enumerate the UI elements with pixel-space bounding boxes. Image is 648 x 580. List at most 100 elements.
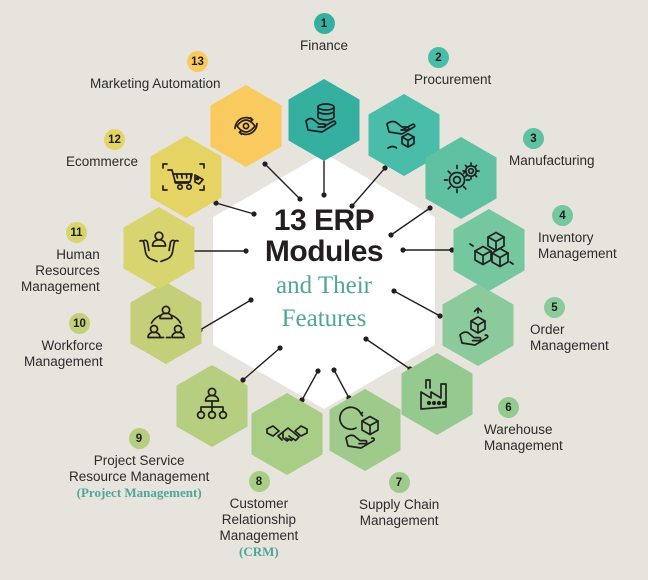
connector-line-13 xyxy=(264,163,301,200)
connector-dot-outer-5 xyxy=(437,313,443,319)
module-badge-13: 13 xyxy=(187,51,208,72)
module-badge-7: 7 xyxy=(388,472,410,493)
connector-dot-inner-1 xyxy=(321,192,327,198)
module-hexagon-6[interactable] xyxy=(401,353,473,435)
module-badge-6: 6 xyxy=(498,397,519,418)
module-badge-number: 4 xyxy=(559,209,566,222)
module-label-subtext: (CRM) xyxy=(239,544,279,559)
connector-line-7 xyxy=(333,369,350,399)
module-label-13: Marketing Automation xyxy=(90,76,221,92)
module-label-text: Project Service Resource Management xyxy=(69,453,210,484)
module-badge-8: 8 xyxy=(248,471,270,492)
module-badge-number: 7 xyxy=(395,476,403,489)
hexagon-shape xyxy=(425,137,497,219)
module-hexagon-2[interactable] xyxy=(368,94,440,176)
connector-line-3 xyxy=(390,207,431,236)
connector-dot-outer-13 xyxy=(262,161,268,167)
module-badge-2: 2 xyxy=(428,47,449,68)
module-hexagon-5[interactable] xyxy=(442,284,514,366)
module-label-5: Order Management xyxy=(530,322,609,354)
module-label-12: Ecommerce xyxy=(66,154,138,170)
module-badge-number: 3 xyxy=(530,132,537,145)
module-badge-number: 2 xyxy=(435,51,442,64)
module-hexagon-8[interactable] xyxy=(251,393,323,475)
module-badge-12: 12 xyxy=(104,129,125,150)
module-badge-number: 11 xyxy=(70,226,83,239)
module-badge-number: 5 xyxy=(551,301,558,314)
box-cycle-hand-icon xyxy=(339,406,379,449)
module-badge-10: 10 xyxy=(69,313,90,334)
module-hexagon-13[interactable] xyxy=(210,85,282,167)
module-label-text: Customer Relationship Management xyxy=(219,496,299,543)
connector-line-12 xyxy=(215,202,255,215)
connector-line-8 xyxy=(301,370,319,401)
module-label-text: Finance xyxy=(300,38,349,53)
handshake-icon xyxy=(266,425,308,442)
module-label-text: Manufacturing xyxy=(509,153,595,168)
hexagon-shape xyxy=(210,85,282,167)
module-badge-3: 3 xyxy=(523,128,544,149)
module-hexagon-7[interactable] xyxy=(329,389,401,471)
hexagon-shape xyxy=(251,393,323,475)
module-hexagon-3[interactable] xyxy=(425,137,497,219)
connector-dot-inner-5 xyxy=(391,288,397,294)
connector-dot-inner-4 xyxy=(400,247,406,253)
connector-dot-inner-11 xyxy=(243,248,249,254)
connector-dot-inner-3 xyxy=(388,232,394,238)
coins-in-hand-icon xyxy=(305,103,337,133)
connector-dot-inner-10 xyxy=(248,297,254,303)
module-label-10: Workforce Management xyxy=(24,338,103,370)
module-label-text: Supply Chain Management xyxy=(359,497,440,528)
connector-dot-outer-4 xyxy=(449,247,455,253)
module-badge-number: 9 xyxy=(135,432,143,445)
module-badge-number: 1 xyxy=(320,17,328,30)
connector-dot-outer-12 xyxy=(213,200,219,206)
module-hexagon-12[interactable] xyxy=(150,136,222,218)
module-hexagon-10[interactable] xyxy=(130,282,202,364)
gears-icon xyxy=(443,162,480,194)
module-badge-4: 4 xyxy=(552,205,573,226)
module-label-7: Supply Chain Management xyxy=(359,497,439,529)
module-label-3: Manufacturing xyxy=(509,153,595,169)
module-hexagon-1[interactable] xyxy=(288,79,360,161)
org-chart-icon xyxy=(196,387,228,420)
module-label-1: Finance xyxy=(300,38,348,54)
connector-dot-inner-13 xyxy=(297,196,303,202)
module-label-text: Warehouse Management xyxy=(484,422,563,453)
module-badge-number: 12 xyxy=(108,133,121,146)
hexagon-shape xyxy=(329,389,401,471)
connector-dot-outer-9 xyxy=(240,377,246,383)
module-label-11: Human Resources Management xyxy=(21,247,100,295)
module-label-9: Project Service Resource Management(Proj… xyxy=(69,453,209,501)
module-label-text: Inventory Management xyxy=(538,230,617,261)
module-label-text: Human Resources Management xyxy=(21,247,100,294)
module-label-2: Procurement xyxy=(414,72,491,88)
module-badge-9: 9 xyxy=(128,428,150,449)
connector-dot-outer-2 xyxy=(382,165,388,171)
connector-dot-inner-8 xyxy=(315,368,321,374)
connector-dot-outer-3 xyxy=(427,205,433,211)
connector-dot-inner-6 xyxy=(363,336,369,342)
module-label-subtext: (Project Management) xyxy=(76,485,202,500)
module-badge-number: 13 xyxy=(191,55,204,68)
shopping-cart-icon xyxy=(162,163,205,191)
hexagon-shape xyxy=(401,353,473,435)
person-in-hands-icon xyxy=(139,231,179,263)
module-badge-number: 8 xyxy=(255,475,263,488)
eye-refresh-icon xyxy=(234,116,258,136)
module-label-text: Workforce Management xyxy=(24,338,103,369)
module-badge-5: 5 xyxy=(544,297,565,318)
module-badge-1: 1 xyxy=(313,13,335,34)
connector-line-10 xyxy=(199,299,252,331)
hexagon-shape xyxy=(123,207,195,289)
module-hexagon-4[interactable] xyxy=(453,209,525,291)
module-label-4: Inventory Management xyxy=(538,230,617,262)
module-badge-number: 10 xyxy=(73,317,86,330)
box-on-hand-icon xyxy=(459,307,489,346)
module-label-8: Customer Relationship Management(CRM) xyxy=(220,496,299,560)
module-hexagon-9[interactable] xyxy=(176,365,248,447)
module-label-text: Ecommerce xyxy=(66,154,139,169)
module-hexagon-11[interactable] xyxy=(123,207,195,289)
